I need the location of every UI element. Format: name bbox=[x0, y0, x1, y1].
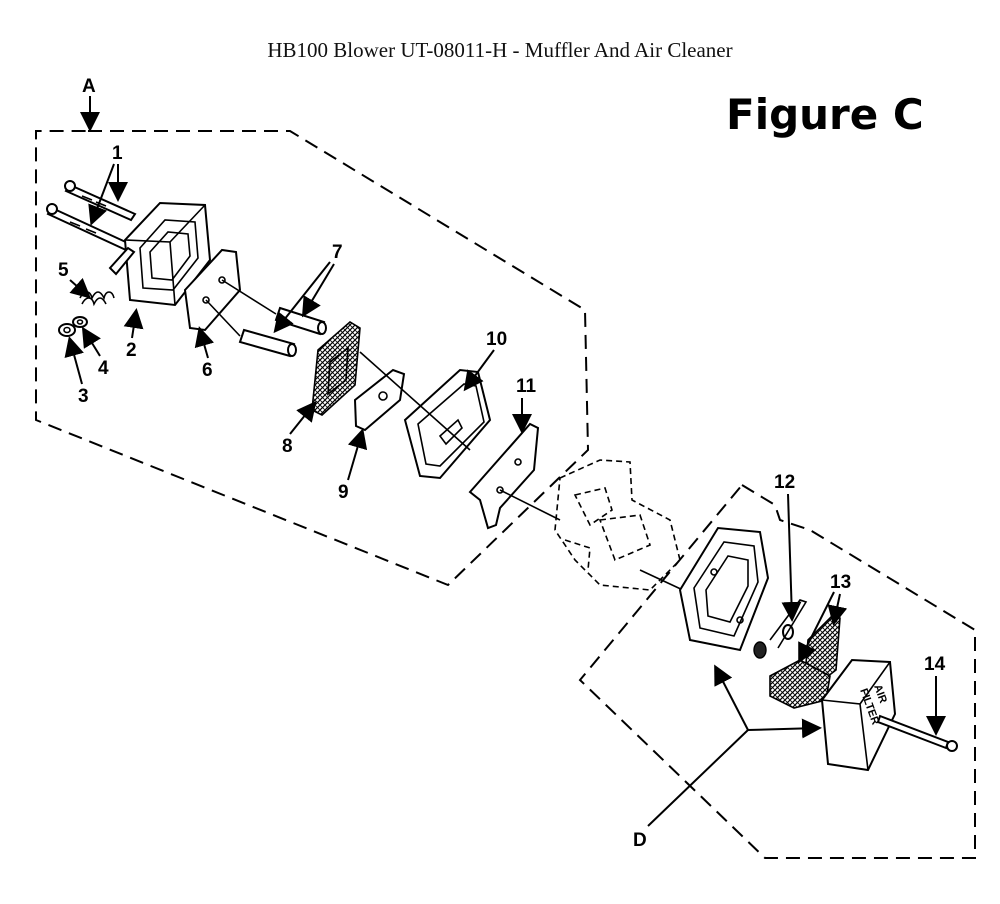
callout-8: 8 bbox=[282, 436, 293, 457]
air-cleaner-base bbox=[678, 526, 770, 652]
callout-12: 12 bbox=[774, 472, 795, 493]
callout-14: 14 bbox=[924, 654, 946, 675]
callout-10-leader bbox=[463, 349, 495, 392]
callout-8-leader bbox=[289, 400, 317, 435]
callout-13-leader-b bbox=[798, 591, 835, 664]
callout-7: 7 bbox=[332, 242, 343, 263]
callout-1-leader-b bbox=[88, 163, 115, 226]
callout-a: A bbox=[82, 76, 96, 97]
callout-2: 2 bbox=[126, 340, 137, 361]
callout-4: 4 bbox=[98, 358, 109, 379]
callout-1: 1 bbox=[112, 143, 123, 164]
part-9-baffle bbox=[353, 368, 406, 432]
part-8-screen bbox=[311, 321, 361, 416]
part-13-filter-elements bbox=[769, 612, 841, 709]
callout-6-leader bbox=[194, 326, 215, 359]
callout-4-leader bbox=[81, 326, 101, 357]
air-filter-cover: AIR FILTER bbox=[820, 658, 897, 772]
part-1-bolts bbox=[46, 180, 137, 252]
part-10-muffler-body bbox=[403, 368, 492, 480]
callout-5-leader bbox=[69, 277, 91, 299]
part-2-muffler-cover bbox=[108, 201, 212, 307]
engine-block bbox=[554, 459, 681, 591]
callout-11: 11 bbox=[516, 376, 537, 397]
callout-12-leader bbox=[781, 493, 802, 622]
group-a-boundary bbox=[35, 130, 590, 587]
callout-5: 5 bbox=[58, 260, 69, 281]
callout-d-arrow-cover bbox=[747, 718, 822, 739]
callout-3-leader bbox=[64, 336, 84, 385]
callout-13-leader-a bbox=[827, 593, 848, 626]
callout-d-arrow-base bbox=[714, 664, 749, 731]
callout-2-leader bbox=[123, 308, 144, 339]
callout-d-leader bbox=[647, 729, 749, 827]
part-12-washer bbox=[753, 599, 808, 659]
callout-9-leader bbox=[347, 428, 368, 481]
part-3-nut bbox=[58, 323, 76, 337]
callout-6: 6 bbox=[202, 360, 213, 381]
callout-3: 3 bbox=[78, 386, 89, 407]
callout-13: 13 bbox=[830, 572, 851, 593]
callout-10: 10 bbox=[486, 329, 507, 350]
part-11-gasket bbox=[468, 422, 540, 530]
diagram-title: HB100 Blower UT-08011-H - Muffler And Ai… bbox=[267, 38, 733, 62]
part-14-screw bbox=[876, 714, 958, 752]
callout-7-leader-a bbox=[301, 263, 335, 318]
callout-7-leader-b bbox=[273, 261, 331, 334]
group-d-boundary bbox=[578, 483, 976, 859]
callout-d: D bbox=[633, 830, 647, 851]
part-6-gasket bbox=[183, 248, 242, 332]
callout-9: 9 bbox=[338, 482, 349, 503]
part-4-washer bbox=[72, 316, 88, 328]
figure-label: Figure C bbox=[726, 90, 924, 139]
